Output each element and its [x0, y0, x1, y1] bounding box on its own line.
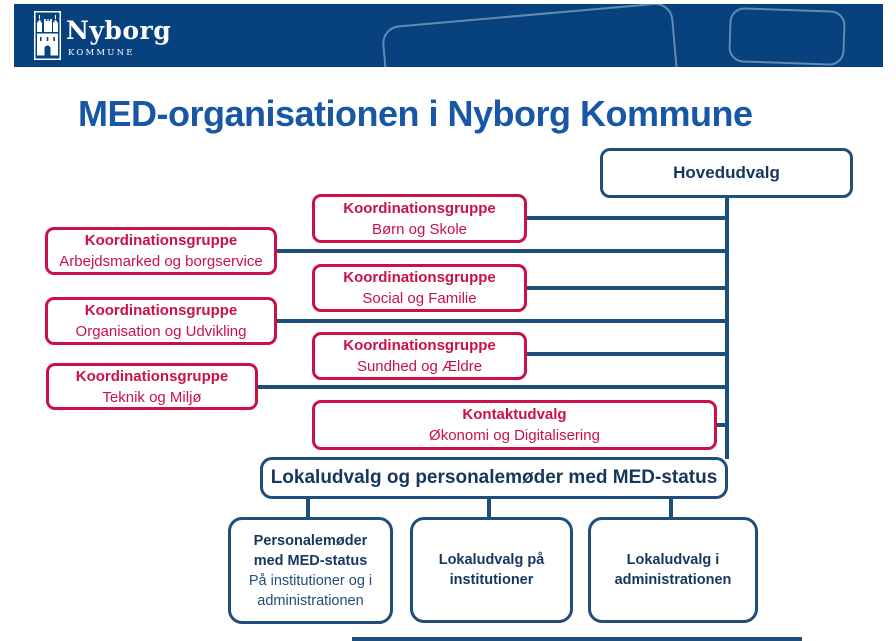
connector-social-og-familie	[527, 286, 729, 290]
footer-strip	[352, 637, 802, 641]
node-title: Koordinationsgruppe	[84, 232, 238, 249]
node-subtitle: Arbejdsmarked og borgservice	[59, 253, 263, 270]
connector-main-vertical	[725, 196, 729, 459]
node-lokaludvalg-pa-institutioner: Lokaludvalg på institutioner	[410, 517, 573, 623]
node-title: Koordinationsgruppe	[343, 199, 496, 217]
connector-sundhed-og-aeldre	[527, 352, 729, 356]
node-subtitle: Organisation og Udvikling	[75, 323, 247, 340]
connector-kontaktudvalg	[717, 423, 729, 427]
page-title: MED-organisationen i Nyborg Kommune	[78, 93, 753, 134]
node-title: Koordinationsgruppe	[75, 367, 229, 385]
node-title: Kontaktudvalg	[462, 406, 567, 423]
node-koordinationsgruppe-teknik-og-miljo: Koordinationsgruppe Teknik og Miljø	[46, 363, 258, 410]
node-koordinationsgruppe-arbejdsmarked: Koordinationsgruppe Arbejdsmarked og bor…	[45, 227, 277, 275]
node-subtitle: På institutioner og i administrationen	[248, 572, 373, 609]
node-title: Lokaludvalg og personalemøder med MED-st…	[270, 467, 718, 488]
node-kontaktudvalg: Kontaktudvalg Økonomi og Digitalisering	[312, 400, 717, 450]
node-lokaludvalg-i-administrationen: Lokaludvalg i administrationen	[588, 517, 758, 623]
node-title: Koordinationsgruppe	[84, 302, 238, 319]
node-koordinationsgruppe-organisation-og-udvikling: Koordinationsgruppe Organisation og Udvi…	[45, 297, 277, 345]
node-title: Hovedudvalg	[673, 163, 780, 182]
connector-lokaludvalg-administrationen	[669, 497, 673, 518]
node-koordinationsgruppe-social-og-familie: Koordinationsgruppe Social og Familie	[312, 264, 527, 312]
node-koordinationsgruppe-born-og-skole: Koordinationsgruppe Børn og Skole	[312, 194, 527, 243]
node-title: Lokaludvalg i administrationen	[614, 552, 732, 588]
header-bar: Nyborg KOMMUNE	[14, 4, 883, 67]
connector-born-og-skole	[527, 216, 729, 220]
node-subtitle: Økonomi og Digitalisering	[429, 427, 600, 444]
node-hovedudvalg: Hovedudvalg	[600, 148, 853, 198]
decorative-rounded-rect	[728, 6, 846, 67]
node-subtitle: Børn og Skole	[371, 220, 468, 238]
connector-teknik-og-miljo	[258, 385, 729, 389]
nyborg-castle-logo-icon	[34, 11, 61, 60]
node-subtitle: Sundhed og Ældre	[356, 358, 483, 375]
connector-organisation	[277, 319, 729, 323]
node-personalemoder-med-med-status: Personalemøder med MED-status På institu…	[228, 517, 393, 624]
node-title: Koordinationsgruppe	[343, 337, 496, 354]
connector-lokaludvalg-institutioner	[487, 497, 491, 518]
node-title: Personalemøder med MED-status	[253, 532, 368, 569]
node-koordinationsgruppe-sundhed-og-aeldre: Koordinationsgruppe Sundhed og Ældre	[312, 332, 527, 380]
decorative-rounded-rect	[380, 4, 682, 67]
connector-arbejdsmarked	[277, 249, 729, 253]
node-title: Koordinationsgruppe	[343, 269, 496, 286]
logo-subtext: KOMMUNE	[68, 48, 135, 58]
node-subtitle: Social og Familie	[362, 290, 477, 307]
logo-wordmark: Nyborg	[66, 16, 172, 45]
node-subtitle: Teknik og Miljø	[102, 388, 202, 406]
node-lokaludvalg-bar: Lokaludvalg og personalemøder med MED-st…	[260, 457, 728, 499]
node-title: Lokaludvalg på institutioner	[438, 552, 545, 588]
connector-personalemoder	[306, 497, 310, 518]
